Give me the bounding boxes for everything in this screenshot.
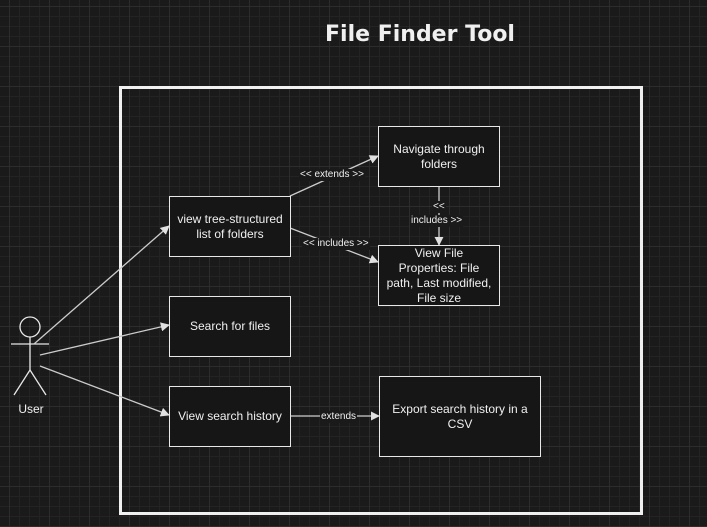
usecase-navigate-folders-label: Navigate through folders [393,141,485,171]
user-actor-icon [11,316,49,396]
label-extends-navigate: << extends >> [299,169,365,181]
association-user-search [39,322,170,356]
usecase-view-tree[interactable]: view tree-structured list of folders [169,196,291,257]
system-boundary [119,86,643,515]
label-extends-export: extends [320,411,358,423]
usecase-view-file-properties-label: View File Properties: File path, Last mo… [386,245,492,305]
usecase-view-search-history-label: View search history [178,409,282,423]
usecase-view-tree-label: view tree-structured list of folders [177,211,283,241]
diagram-title: File Finder Tool [325,22,515,47]
usecase-search-files[interactable]: Search for files [169,296,291,357]
association-user-history [39,365,170,417]
usecase-navigate-folders[interactable]: Navigate through folders [378,126,500,187]
usecase-view-file-properties[interactable]: View File Properties: File path, Last mo… [378,245,500,306]
actor-label: User [18,402,44,416]
label-includes-properties: << includes >> [302,238,370,250]
usecase-export-history[interactable]: Export search history in a CSV [379,376,541,457]
usecase-export-history-label: Export search history in a CSV [392,401,528,431]
label-includes-vertical-top: << [432,201,446,213]
usecase-view-search-history[interactable]: View search history [169,386,291,447]
usecase-search-files-label: Search for files [189,319,271,333]
label-includes-vertical-bottom: includes >> [410,215,464,227]
association-user-view-tree [33,225,170,345]
